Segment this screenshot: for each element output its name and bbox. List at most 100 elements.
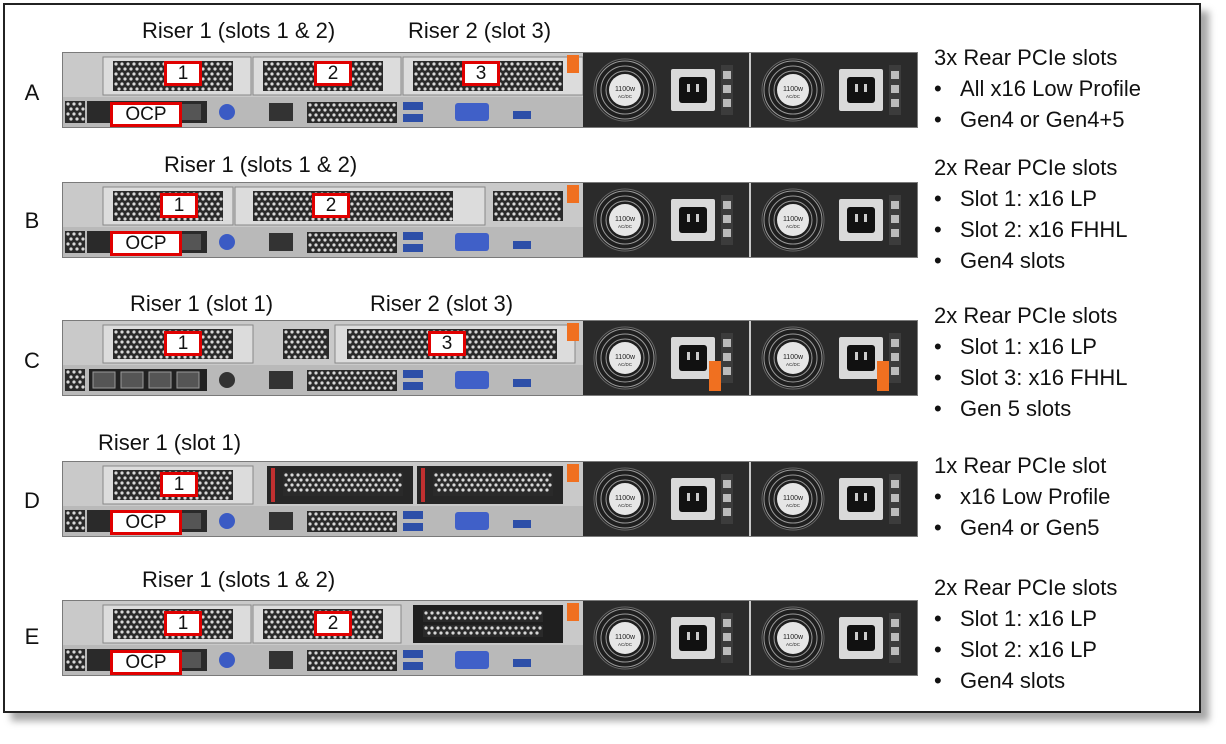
vent-hole	[344, 113, 348, 117]
vent-hole	[132, 330, 136, 334]
vent-hole	[506, 192, 510, 196]
vent-hole	[404, 202, 408, 206]
rj45-port-icon	[181, 652, 201, 668]
vent-hole	[516, 72, 520, 76]
vent-hole	[213, 67, 217, 71]
vent-hole	[350, 522, 354, 526]
fan-hub	[777, 342, 809, 374]
vent-hole	[522, 82, 526, 86]
vent-hole	[380, 473, 384, 477]
vent-hole	[450, 72, 454, 76]
vent-hole	[518, 192, 522, 196]
vent-hole	[117, 345, 121, 349]
vent-hole	[368, 522, 372, 526]
vent-hole	[317, 335, 321, 339]
vent-hole	[543, 67, 547, 71]
vent-hole	[516, 330, 520, 334]
vent-hole	[546, 350, 550, 354]
vent-hole	[447, 355, 451, 359]
vent-hole	[371, 118, 375, 122]
vent-hole	[450, 82, 454, 86]
vent-hole	[147, 207, 151, 211]
vent-hole	[387, 335, 391, 339]
fan-ring	[605, 70, 645, 110]
vga-port-icon	[455, 103, 489, 121]
vent-hole	[434, 202, 438, 206]
vent-hole	[132, 481, 136, 485]
vent-hole	[512, 473, 516, 477]
vent-hole	[533, 197, 537, 201]
vent-hole	[222, 471, 226, 475]
vent-hole	[335, 238, 339, 242]
vent-hole	[486, 350, 490, 354]
vent-hole	[282, 630, 286, 634]
vent-hole	[114, 212, 118, 216]
vent-hole	[477, 335, 481, 339]
vent-hole	[353, 488, 357, 492]
vent-hole	[356, 661, 360, 665]
vent-hole	[359, 217, 363, 221]
vent-hole	[120, 340, 124, 344]
vent-hole	[413, 217, 417, 221]
vent-hole	[380, 661, 384, 665]
vent-hole	[297, 625, 301, 629]
vent-hole	[204, 491, 208, 495]
vent-hole	[323, 248, 327, 252]
fan-ring	[773, 338, 813, 378]
vent-hole	[323, 355, 327, 359]
vent-hole	[552, 340, 556, 344]
vent-hole	[378, 340, 382, 344]
vent-hole	[426, 72, 430, 76]
vent-hole	[383, 197, 387, 201]
vent-hole	[533, 217, 537, 221]
vent-hole	[389, 376, 393, 380]
vent-hole	[350, 381, 354, 385]
vent-hole	[177, 496, 181, 500]
vent-hole	[150, 62, 154, 66]
vent-hole	[504, 350, 508, 354]
vent-hole	[389, 488, 393, 492]
vent-hole	[518, 212, 522, 216]
vent-hole	[317, 248, 321, 252]
vent-hole	[147, 496, 151, 500]
vent-hole	[78, 660, 82, 664]
vent-hole	[329, 118, 333, 122]
vent-hole	[353, 478, 357, 482]
vent-hole	[377, 386, 381, 390]
vent-hole	[455, 478, 459, 482]
vent-hole	[156, 620, 160, 624]
vent-hole	[297, 635, 301, 639]
vent-hole	[114, 471, 118, 475]
vent-hole	[72, 521, 76, 525]
vent-hole	[407, 207, 411, 211]
rj45-port-icon	[92, 371, 116, 389]
vent-hole	[293, 335, 297, 339]
vent-hole	[150, 350, 154, 354]
vent-hole	[320, 381, 324, 385]
vent-hole	[308, 212, 312, 216]
vent-hole	[254, 192, 258, 196]
vent-hole	[323, 478, 327, 482]
vent-hole	[398, 212, 402, 216]
vent-hole	[503, 478, 507, 482]
vent-hole	[513, 67, 517, 71]
vent-grille	[307, 102, 397, 123]
vent-hole	[309, 625, 313, 629]
vent-hole	[219, 486, 223, 490]
vent-hole	[363, 355, 367, 359]
vent-hole	[159, 625, 163, 629]
vent-hole	[402, 340, 406, 344]
vent-hole	[507, 77, 511, 81]
vent-hole	[455, 488, 459, 492]
vent-hole	[372, 630, 376, 634]
vent-hole	[557, 207, 561, 211]
vent-hole	[281, 197, 285, 201]
vent-hole	[183, 496, 187, 500]
vent-hole	[372, 72, 376, 76]
vent-hole	[285, 615, 289, 619]
vent-hole	[260, 212, 264, 216]
vent-hole	[332, 473, 336, 477]
vent-hole	[526, 611, 530, 615]
vent-hole	[201, 77, 205, 81]
vent-hole	[114, 630, 118, 634]
